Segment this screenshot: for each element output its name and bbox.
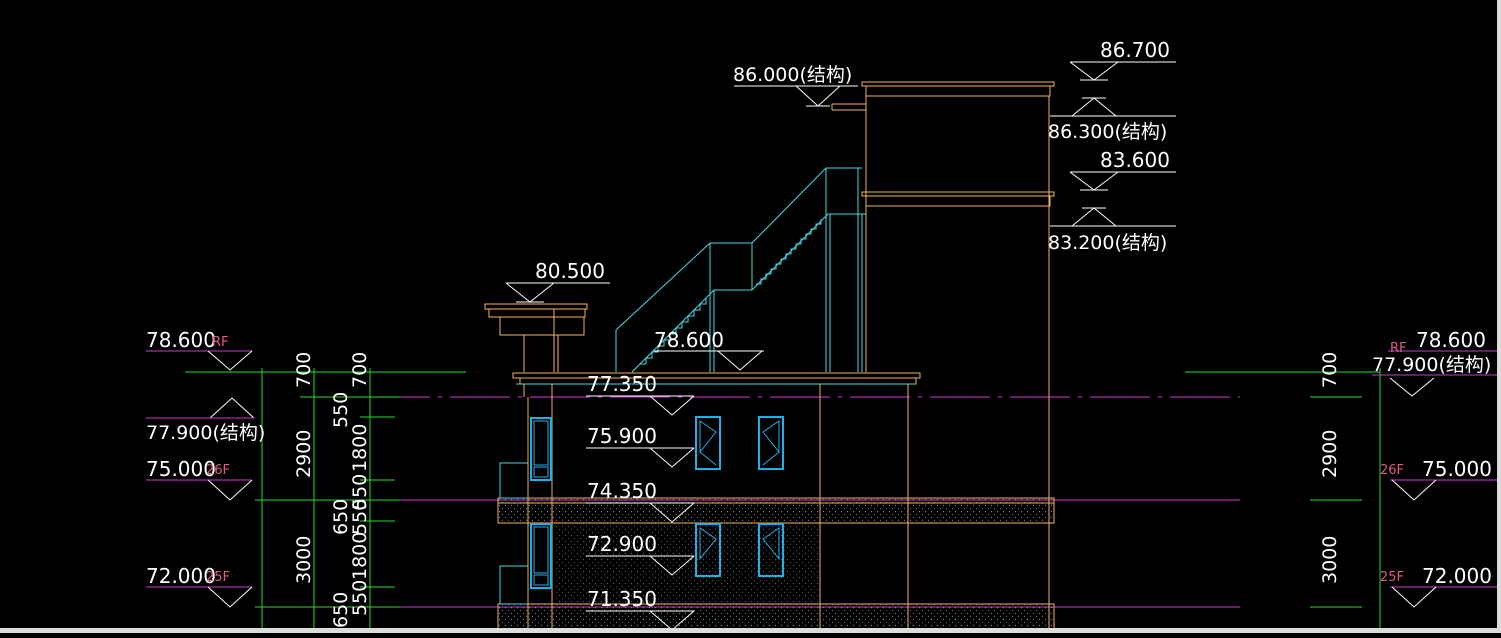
dim-left-inner-650a: 650 [330,499,352,535]
dim-left-inner-550b: 550 [349,474,371,510]
elevation-label-77-350: 77.350 [587,372,657,396]
elevation-label-left-77-900: 77.900(结构) [146,422,265,444]
side-balconies [499,397,529,633]
floor-tag-right-26f: 26F [1380,463,1404,478]
elevation-label-86-700: 86.700 [1100,38,1170,62]
window-26f-b [758,416,784,470]
elevation-label-86-300: 86.300(结构) [1048,121,1167,143]
elevation-labels: 86.700 86.300(结构) 86.000(结构) 83.600 83.2… [146,38,1492,611]
elevation-label-left-72-000: 72.000 [146,564,216,588]
elevation-label-71-350: 71.350 [587,587,657,611]
elevation-label-right-77-900: 77.900(结构) [1372,354,1491,376]
elevation-markers [505,61,1176,631]
dim-left-inner-700: 700 [349,352,371,388]
bottom-scrollbar[interactable] [0,628,1501,633]
rooftop-pavilion [484,303,588,372]
dim-right-outer-700: 700 [1319,352,1341,388]
dim-left-outer-3000: 3000 [293,536,315,584]
floor-tags: RF 26F 25F RF 26F 25F [206,335,1407,585]
window-25f-b [758,523,784,577]
stair-structure [615,167,866,373]
elevation-label-83-600: 83.600 [1100,148,1170,172]
elevation-label-74-350: 74.350 [587,479,657,503]
floor-tag-left-25f: 25F [206,570,230,585]
elevation-label-right-75-000: 75.000 [1422,457,1492,481]
left-elevation-markers [146,350,255,608]
dim-left-inner-550a: 550 [330,392,352,428]
elevation-label-83-200: 83.200(结构) [1048,232,1167,254]
elevation-label-left-78-600: 78.600 [146,328,216,352]
floor-tag-right-rf: RF [1390,341,1407,356]
dim-left-inner-550d: 550 [349,580,371,616]
dim-left-outer-2900: 2900 [293,430,315,478]
dim-left-inner-1800b: 1800 [349,532,371,580]
right-scrollbar[interactable] [1497,0,1501,633]
window-left-26f [530,417,552,481]
dim-right-outer-2900: 2900 [1319,430,1341,478]
elevation-label-right-72-000: 72.000 [1422,564,1492,588]
left-dimension-chain [255,368,400,633]
dim-left-inner-550c: 550 [349,499,371,535]
dim-left-inner-1800a: 1800 [349,424,371,472]
floor-tag-left-rf: RF [212,335,229,350]
right-elevation-markers [1372,350,1498,608]
elevation-label-left-75-000: 75.000 [146,457,216,481]
windows [530,416,784,589]
floor-tag-left-26f: 26F [206,463,230,478]
window-25f-a [695,523,721,577]
elevation-label-78-600: 78.600 [654,328,724,352]
elevation-label-80-500: 80.500 [535,259,605,283]
dimension-labels: 700 2900 3000 700 550 1800 550 650 550 1… [293,352,1341,628]
elevation-label-72-900: 72.900 [587,532,657,556]
elevation-label-86-000: 86.000(结构) [733,64,852,86]
window-26f-a [695,416,721,470]
dim-right-outer-3000: 3000 [1319,536,1341,584]
elevation-label-75-900: 75.900 [587,424,657,448]
dim-left-outer-700: 700 [293,352,315,388]
dim-left-inner-650b: 650 [330,592,352,628]
right-dimension-chain [1310,368,1381,633]
upper-tower [831,81,1055,633]
window-left-25f [530,523,552,589]
floor-tag-right-25f: 25F [1380,570,1404,585]
floor-slabs [497,497,1055,634]
elevation-label-right-78-600: 78.600 [1416,328,1486,352]
